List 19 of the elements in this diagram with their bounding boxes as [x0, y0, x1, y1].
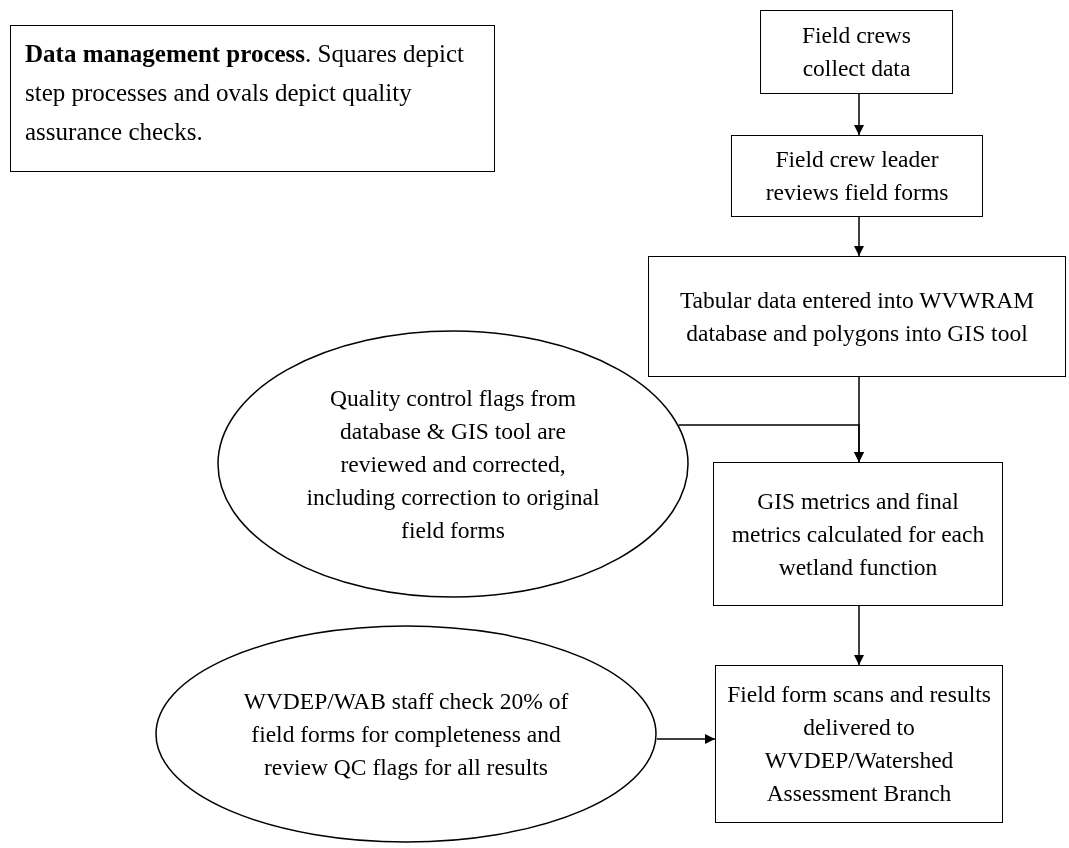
process-box	[731, 135, 983, 217]
step-text: Field form scans and results delivered to WVDEP/Watershed Assessment Branch	[726, 680, 992, 808]
caption-box	[10, 25, 495, 172]
check-text: WVDEP/WAB staff check 20% of field forms for completeness and review QC flags for all results	[242, 686, 570, 782]
arrow	[678, 424, 864, 463]
step-text: Field crew leader reviews field forms	[764, 145, 950, 207]
process-box	[715, 665, 1003, 823]
process-box	[713, 462, 1003, 606]
check-text: Quality control flags from database & GIS tool are reviewed and corrected, including correction to original field forms	[305, 383, 601, 545]
process-box	[648, 256, 1066, 377]
arrow	[854, 216, 864, 257]
step-text: Tabular data entered into WVWRAM database and polygons into GIS tool	[678, 285, 1036, 348]
arrow	[854, 93, 864, 136]
step-text: Field crews collect data	[801, 21, 912, 83]
process-box	[760, 10, 953, 94]
caption-text: Data management process. Squares depict step processes and ovals depict quality assurance checks.	[25, 39, 466, 147]
step-text: GIS metrics and final metrics calculated for each wetland function	[730, 486, 986, 582]
arrow	[854, 605, 864, 666]
arrow	[656, 734, 716, 744]
